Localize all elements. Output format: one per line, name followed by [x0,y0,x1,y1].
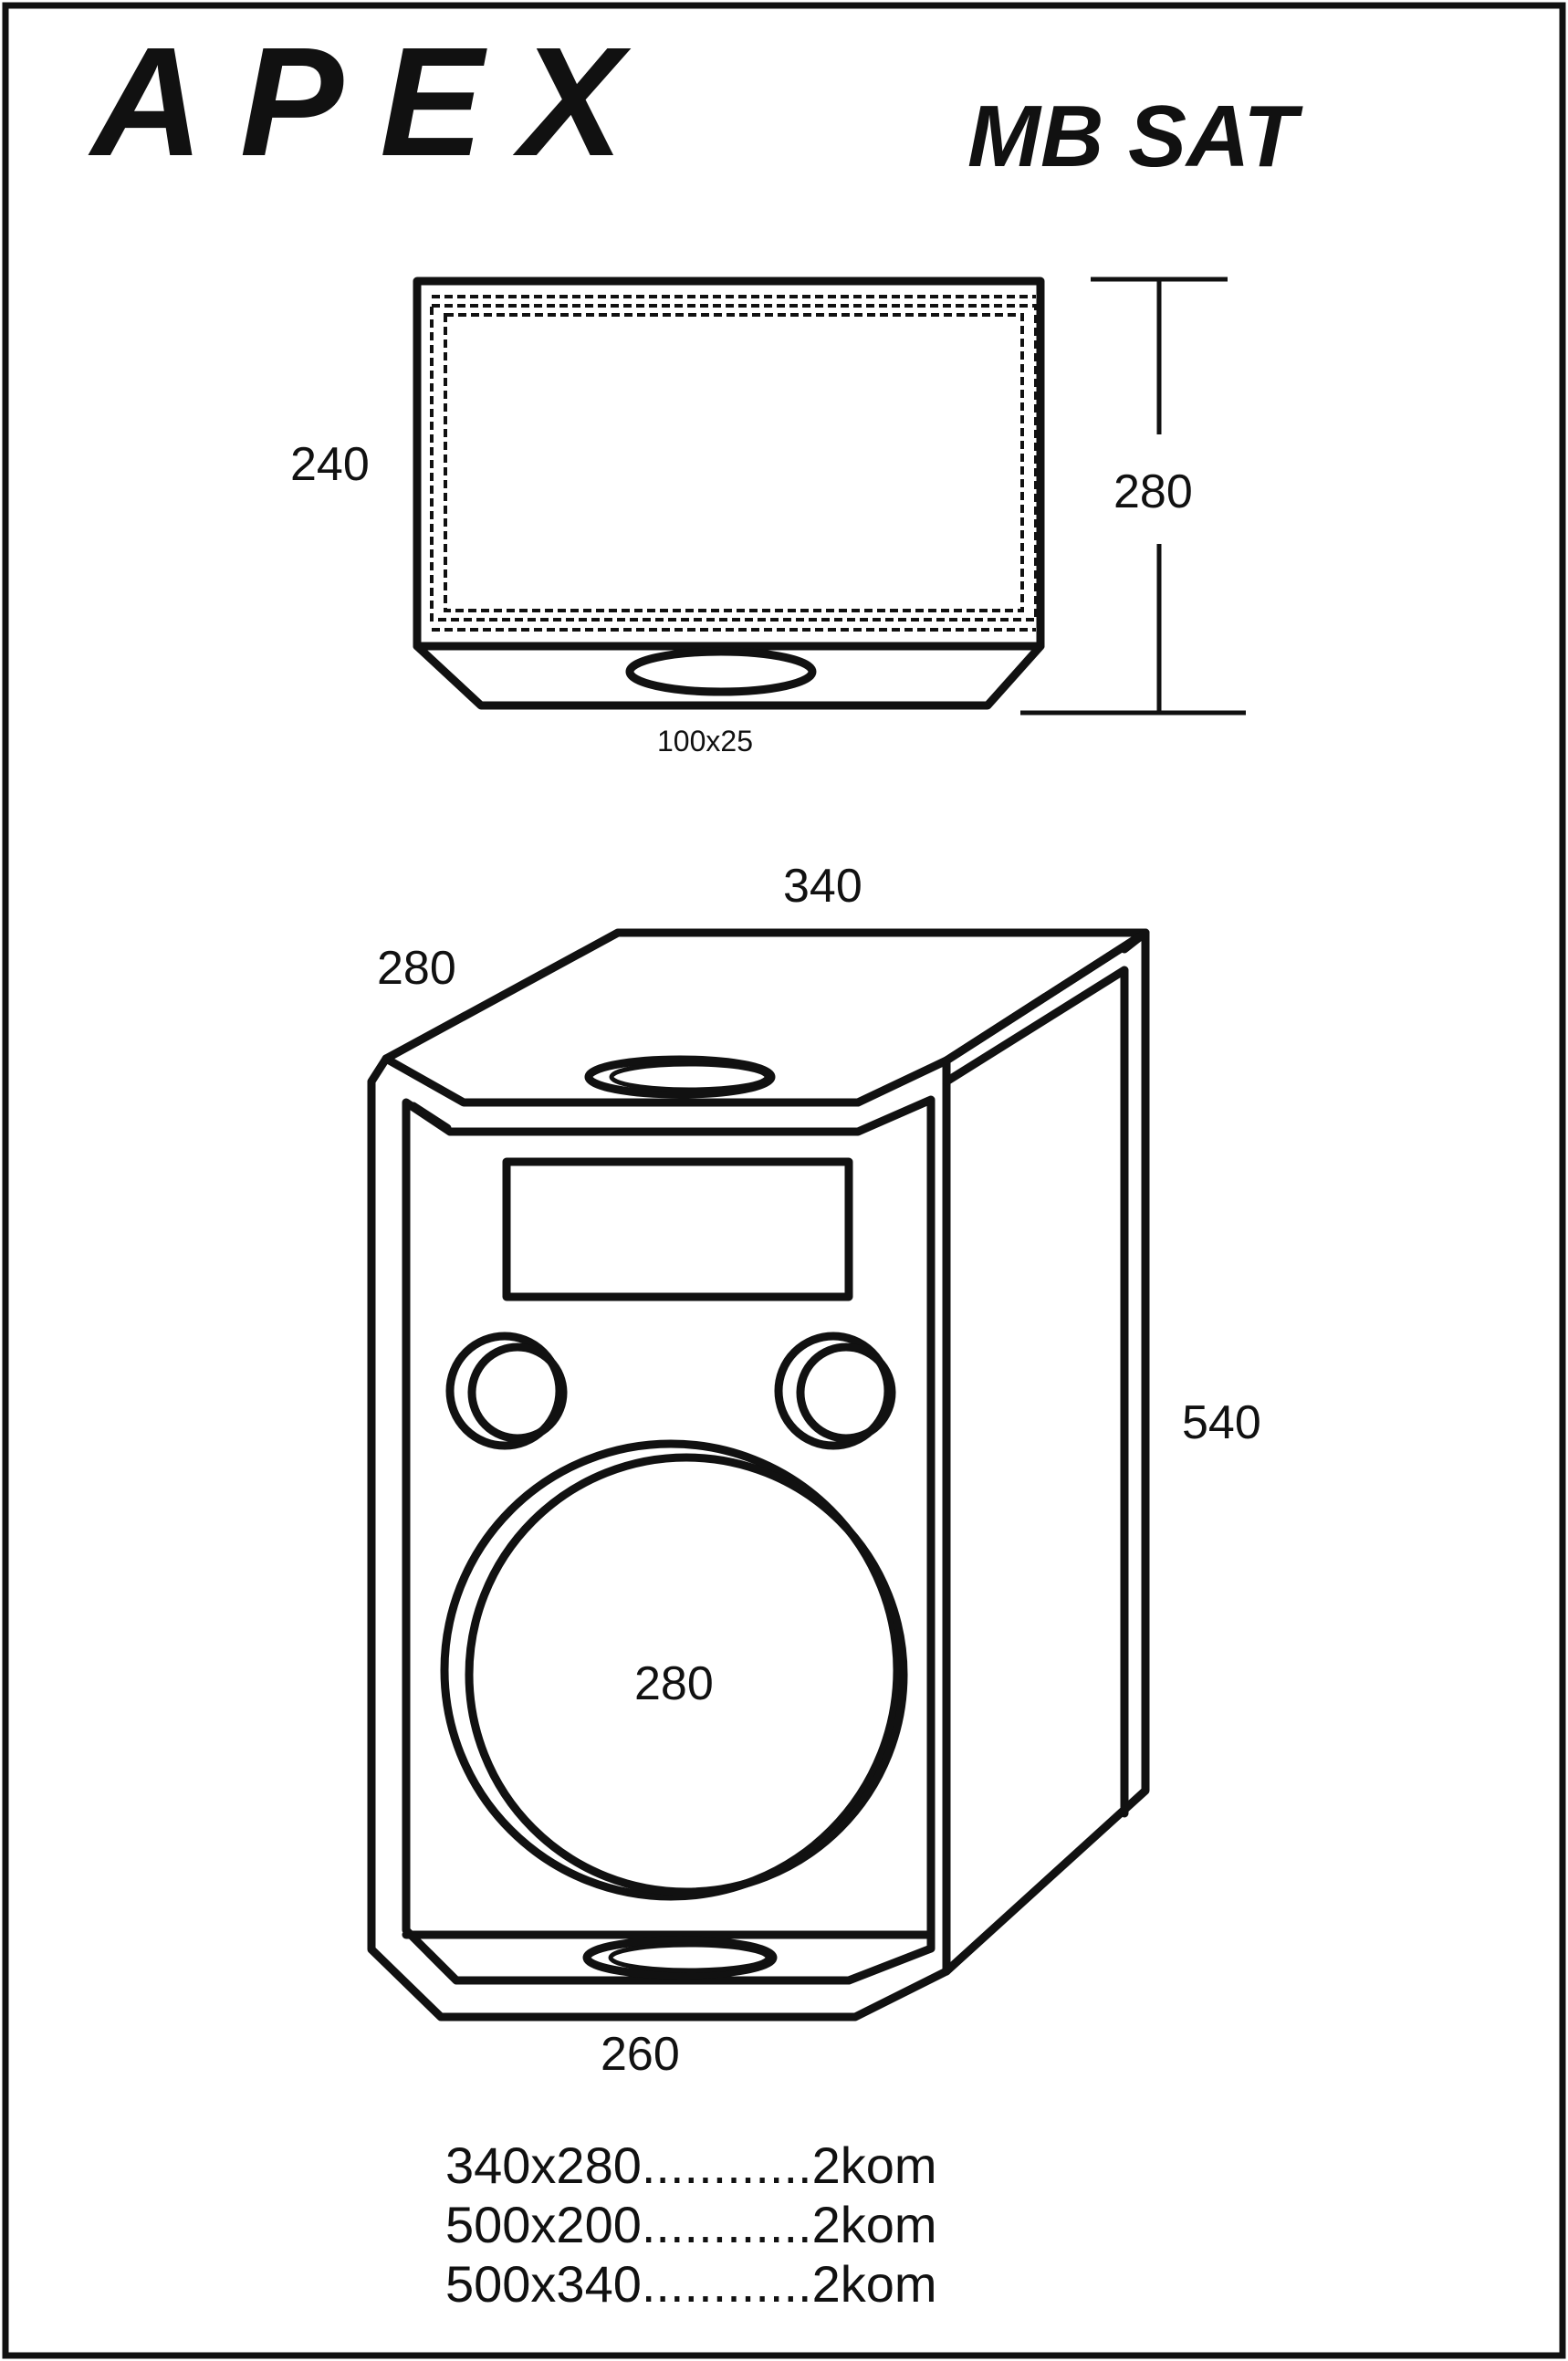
top-view-port [625,647,817,696]
front-bottom-width-label: 260 [601,2028,680,2081]
cabinet-top-back-edge [1120,928,1150,954]
front-width-label: 340 [783,860,862,913]
parts-list-item: 500x200............2kom [445,2196,937,2253]
left-port-tube-inner [467,1342,568,1443]
apex-logo: APEX [88,16,660,189]
front-height-label: 540 [1182,1396,1261,1449]
cabinet-top-port-inner [609,1061,769,1092]
top-view [413,277,1246,716]
woofer-outer-ring [440,1439,902,1901]
right-port-tube-inner [796,1342,896,1443]
top-view-outer-height-label: 280 [1113,465,1193,518]
top-view-inner-panel-inner [444,313,1024,612]
model-name: MB SAT [967,88,1303,185]
top-view-outer-shell [413,277,1045,710]
front-3d-view [367,928,1150,2021]
cabinet-bottom-port-inner [608,1942,770,1973]
cabinet-top-face [382,928,1150,1065]
tweeter-horn-slot [502,1157,853,1301]
front-depth-label: 280 [377,942,456,995]
cabinet-right-side [942,928,1150,1976]
parts-list-item: 340x280............2kom [445,2136,937,2194]
front-bottom-bevel [424,1948,461,1985]
woofer-diameter-label: 280 [634,1657,714,1710]
front-baffle-frame [402,1095,936,1985]
top-view-inner-panel-outer [430,304,1038,622]
logo-wordmark-text: APEX [88,16,660,189]
cabinet-top-front-edge [382,1054,951,1107]
woofer-cone [465,1453,908,1896]
parts-list-item: 500x340............2kom [445,2255,937,2313]
cabinet-top-port-outer [584,1055,776,1099]
cabinet-bottom-port-outer [582,1936,778,1980]
parts-list: 340x280............2kom 500x200.........… [445,2136,937,2313]
front-baffle-inner-frame [409,1102,452,1133]
top-view-port-size-label: 100x25 [657,725,753,757]
cabinet-right-side-inner [942,966,1129,1818]
top-view-inner-height-label: 240 [290,438,370,491]
